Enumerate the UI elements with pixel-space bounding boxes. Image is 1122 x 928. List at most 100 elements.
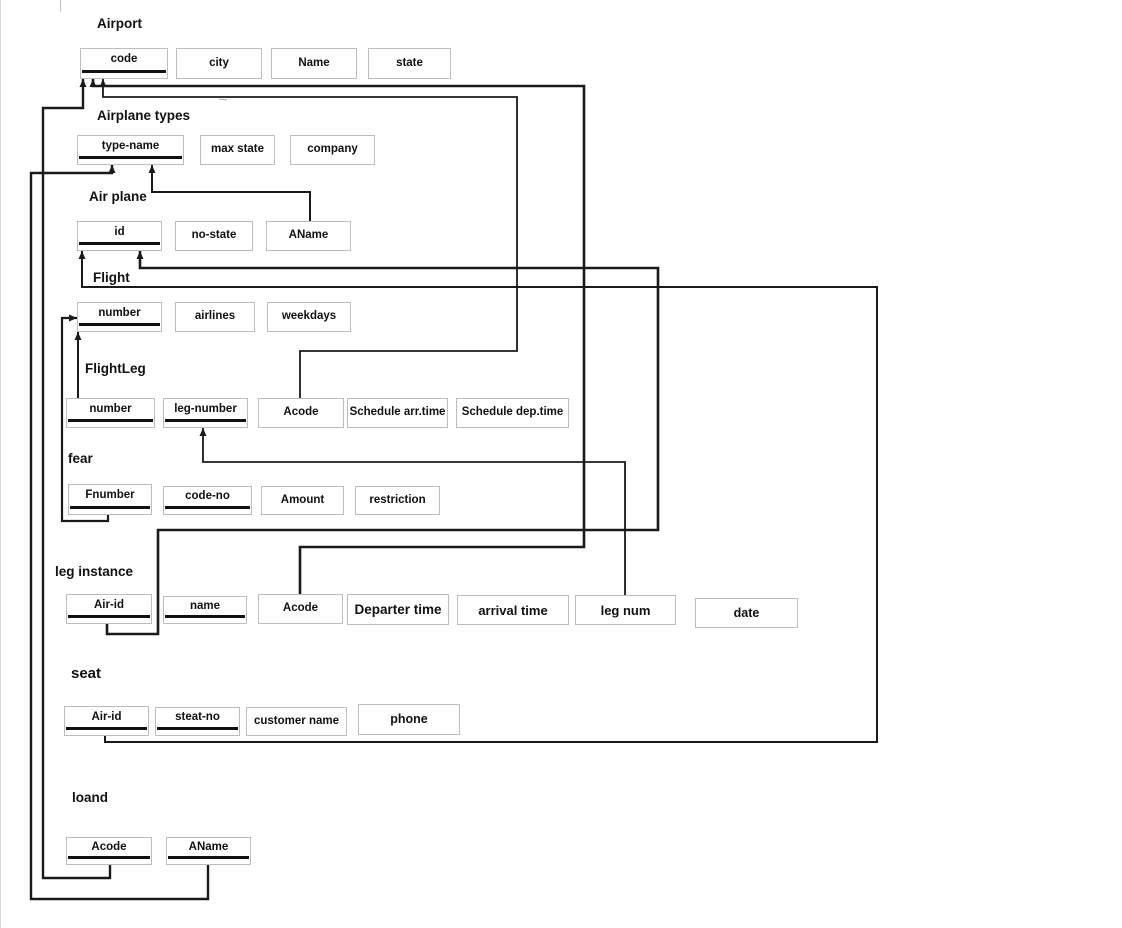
entity-title-leg-instance: leg instance <box>55 564 134 579</box>
field-label: AName <box>288 229 329 242</box>
field-box-airport-code: code <box>80 48 168 79</box>
primary-key-underline <box>165 419 246 422</box>
field-label: code-no <box>185 490 230 503</box>
field-label: Fnumber <box>85 489 135 502</box>
primary-key-underline <box>70 506 150 509</box>
arrowhead-loand-aname-to-type-name <box>108 165 116 173</box>
field-label: weekdays <box>281 310 337 323</box>
entity-title-airport: Airport <box>97 16 142 31</box>
field-label: Departer time <box>354 601 442 617</box>
primary-key-underline <box>68 856 150 859</box>
primary-key-underline <box>168 856 249 859</box>
connector-loand-acode-to-airport-code <box>41 79 112 880</box>
field-label: restriction <box>369 493 426 506</box>
field-box-air-plane-id: id <box>77 221 162 251</box>
primary-key-underline <box>68 615 150 618</box>
field-box-air-plane-aname: AName <box>266 221 351 251</box>
field-box-airport-city: city <box>176 48 262 79</box>
primary-key-underline <box>68 419 153 422</box>
primary-key-underline <box>66 727 147 730</box>
arrowhead-leg-instance-airid-to-airplane-id <box>136 251 144 259</box>
arrowhead-leg-instance-acode-to-airport-code <box>89 79 97 87</box>
field-box-airplane-types-company: company <box>290 135 375 165</box>
field-box-flightleg-schedule-dep-time: Schedule dep.time <box>456 398 569 428</box>
field-label: name <box>189 599 221 612</box>
field-label: Schedule dep.time <box>461 406 564 419</box>
entity-title-seat: seat <box>71 665 102 682</box>
field-label: Acode <box>282 602 319 615</box>
arrowhead-fear-fnumber-to-flight-number <box>69 314 77 322</box>
connector-flightleg-acode-to-airport-code <box>102 79 518 398</box>
field-box-fear-fnumber: Fnumber <box>68 484 152 515</box>
primary-key-underline <box>79 242 160 245</box>
field-label: arrival time <box>478 602 548 618</box>
field-box-leg-instance-acode: Acode <box>258 594 343 624</box>
field-label: phone <box>390 712 428 727</box>
primary-key-underline <box>165 615 245 618</box>
field-box-seat-customer-name: customer name <box>246 707 347 736</box>
field-box-leg-instance-leg-num: leg num <box>575 595 676 625</box>
field-label: Amount <box>280 493 325 506</box>
field-label: number <box>89 402 132 415</box>
field-box-loand-aname: AName <box>166 837 251 865</box>
field-label: max state <box>210 143 265 156</box>
field-box-flightleg-acode: Acode <box>258 398 344 428</box>
field-label: leg-number <box>174 402 237 415</box>
field-label: Acode <box>91 840 127 853</box>
field-box-airplane-types-max-state: max state <box>200 135 275 165</box>
primary-key-underline <box>82 70 166 73</box>
connector-seat-airid-to-airplane-id <box>81 251 878 743</box>
field-box-fear-restriction: restriction <box>355 486 440 515</box>
field-box-flightleg-schedule-arr-time: Schedule arr.time <box>347 398 448 428</box>
entity-title-air-plane: Air plane <box>89 189 147 204</box>
field-box-fear-amount: Amount <box>261 486 344 515</box>
entity-title-fear: fear <box>68 451 93 466</box>
arrowhead-flightleg-acode-to-airport-code <box>99 79 107 87</box>
arrowhead-airplane-aname-to-type-name <box>148 165 156 173</box>
entity-title-airplane-types: Airplane types <box>97 108 191 123</box>
primary-key-underline <box>157 727 238 730</box>
field-box-flightleg-number: number <box>66 398 155 428</box>
entity-title-loand: loand <box>72 790 108 805</box>
field-label: steat-no <box>175 711 220 724</box>
field-label: type-name <box>101 139 160 152</box>
field-box-leg-instance-name: name <box>163 596 247 624</box>
field-label: Name <box>298 56 330 69</box>
field-box-seat-air-id: Air-id <box>64 706 149 736</box>
field-box-airport-name: Name <box>271 48 357 79</box>
field-label: city <box>209 56 229 69</box>
field-label: airlines <box>194 310 236 323</box>
field-box-fear-code-no: code-no <box>163 486 252 515</box>
field-label: id <box>114 225 125 238</box>
arrowhead-flightleg-number-to-flight-number <box>74 332 82 340</box>
field-label: no-state <box>191 229 237 242</box>
field-box-flight-weekdays: weekdays <box>267 302 351 332</box>
connector-leg-instance-legnum-to-flightleg-leg-number <box>202 428 626 595</box>
arrowhead-seat-airid-to-airplane-id <box>78 251 86 259</box>
field-label: leg num <box>600 602 651 618</box>
field-label: number <box>98 306 141 319</box>
field-label: Acode <box>283 406 319 419</box>
connector-airplane-aname-to-type-name <box>151 165 311 221</box>
field-box-leg-instance-arrival-time: arrival time <box>457 595 569 625</box>
field-box-leg-instance-date: date <box>695 598 798 628</box>
primary-key-underline <box>79 323 160 326</box>
field-box-loand-acode: Acode <box>66 837 152 865</box>
arrowhead-leg-instance-legnum-to-flightleg-leg-number <box>199 428 207 436</box>
page-left-edge-line <box>0 0 1 928</box>
field-label: company <box>307 143 358 156</box>
field-label: Schedule arr.time <box>349 406 446 419</box>
field-label: code <box>110 53 138 66</box>
field-label: customer name <box>253 714 339 727</box>
connector-fear-fnumber-to-flight-number <box>60 316 110 523</box>
field-box-airplane-types-type-name: type-name <box>77 135 184 165</box>
field-box-flight-airlines: airlines <box>175 302 255 332</box>
field-label: state <box>396 56 423 69</box>
field-box-air-plane-no-state: no-state <box>175 221 253 251</box>
arrowhead-loand-acode-to-airport-code <box>79 79 87 87</box>
field-box-flightleg-leg-number: leg-number <box>163 398 248 428</box>
field-box-flight-number: number <box>77 302 162 332</box>
field-label: Air-id <box>93 598 125 611</box>
entity-title-flightleg: FlightLeg <box>85 361 146 376</box>
